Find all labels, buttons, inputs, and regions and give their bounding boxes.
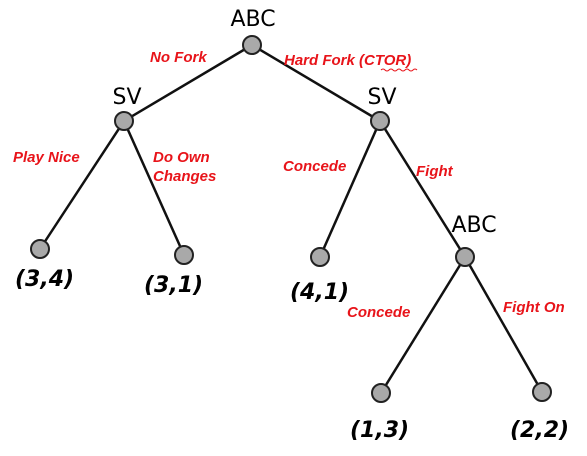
- player-label-sv-right: SV: [367, 85, 396, 110]
- node-leaf-play-nice: [30, 239, 50, 259]
- edge-sv-left-to-play-nice: [38, 120, 126, 250]
- edge-root-to-sv-left: [123, 43, 253, 123]
- player-label-root: ABC: [230, 7, 275, 32]
- player-label-sv-left: SV: [112, 85, 141, 110]
- node-root: [242, 35, 262, 55]
- edge-sv-right-to-concede: [318, 120, 382, 258]
- spellcheck-underline: [380, 68, 418, 72]
- node-leaf-concede-abc: [371, 383, 391, 403]
- action-label-concede-abc: Concede: [347, 304, 410, 321]
- payoff-do-own-changes: (3,1): [144, 273, 203, 298]
- node-sv-left: [114, 111, 134, 131]
- action-label-fight: Fight: [416, 163, 454, 180]
- node-sv-right: [370, 111, 390, 131]
- payoff-concede-abc: (1,3): [350, 418, 409, 443]
- payoff-fight-on: (2,2): [510, 418, 569, 443]
- edge-sv-left-to-do-own-changes: [122, 120, 186, 256]
- payoff-concede-sv: (4,1): [290, 280, 349, 305]
- action-label-concede-sv: Concede: [283, 158, 346, 175]
- action-label-do-own-changes-line2: Changes: [153, 168, 216, 185]
- edge-abc-inner-to-concede: [379, 256, 467, 394]
- action-label-no-fork: No Fork: [150, 49, 207, 66]
- edge-root-to-sv-right: [251, 43, 381, 123]
- node-abc-inner: [455, 247, 475, 267]
- payoff-play-nice: (3,4): [15, 267, 74, 292]
- edge-sv-right-to-fight: [378, 120, 467, 258]
- action-label-do-own-changes-line1: Do Own: [153, 149, 210, 166]
- action-label-hard-fork: Hard Fork (CTOR): [284, 52, 411, 69]
- action-label-play-nice: Play Nice: [13, 149, 80, 166]
- edge-abc-inner-to-fight-on: [463, 256, 544, 393]
- player-label-abc-inner: ABC: [451, 213, 496, 238]
- action-label-fight-on: Fight On: [503, 299, 565, 316]
- node-leaf-do-own-changes: [174, 245, 194, 265]
- node-leaf-fight-on: [532, 382, 552, 402]
- node-leaf-concede-sv: [310, 247, 330, 267]
